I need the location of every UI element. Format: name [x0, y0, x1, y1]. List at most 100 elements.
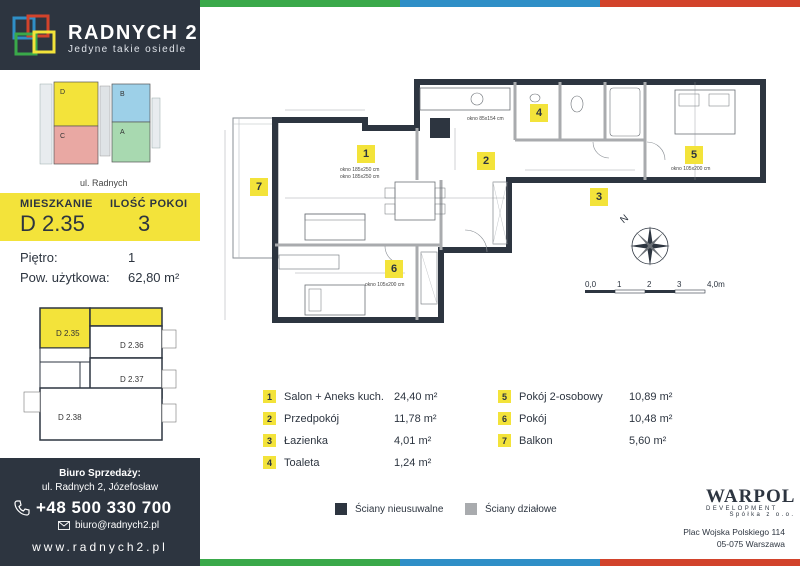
legend-row-2: 2 Przedpokój 11,78 m² — [263, 412, 437, 425]
developer-sub2: Spółka z o.o. — [729, 512, 796, 518]
room-badge-3: 3 — [590, 188, 608, 206]
bearing-wall-swatch — [335, 503, 347, 515]
floor-plan-drawing — [224, 79, 766, 323]
website-link[interactable]: www.radnych2.pl — [32, 540, 168, 554]
strip-green — [200, 0, 400, 7]
legend-num: 5 — [498, 390, 511, 403]
legend-area: 11,78 m² — [394, 412, 437, 425]
wall-legend-partition: Ściany działowe — [465, 503, 557, 515]
developer-address-line2: 05-075 Warszawa — [716, 539, 785, 549]
room-badge-7: 7 — [250, 178, 268, 196]
rooms-value: 3 — [138, 211, 151, 236]
area-label: Pow. użytkowa: — [20, 270, 110, 285]
office-address: ul. Radnych 2, Józefosław — [41, 482, 159, 493]
window-note-salon-b: okno 185x250 cm — [340, 174, 380, 180]
scale-tick-3: 3 — [677, 280, 682, 289]
email-link[interactable]: biuro@radnych2.pl — [75, 520, 160, 531]
window-note-room5: okno 105x200 cm — [671, 166, 711, 172]
legend-area: 1,24 m² — [394, 456, 432, 469]
window-note-salon-a: okno 185x250 cm — [340, 167, 380, 173]
legend-name: Balkon — [519, 434, 553, 447]
floor-plan: 1 2 3 4 5 6 7 okno 185x250 cm okno 185x2… — [205, 70, 775, 350]
legend-name: Salon + Aneks kuch. — [284, 390, 384, 403]
legend-area: 10,89 m² — [629, 390, 673, 403]
legend-area: 4,01 m² — [394, 434, 432, 447]
legend-name: Pokój 2-osobowy — [519, 390, 603, 403]
partition-wall-label: Ściany działowe — [485, 503, 557, 515]
legend-row-7: 7 Balkon 5,60 m² — [498, 434, 666, 447]
strip-green — [200, 559, 400, 566]
room-badge-1: 1 — [357, 145, 375, 163]
brand-logo-icon — [12, 14, 56, 56]
site-label-c: C — [60, 133, 65, 140]
mini-label-d235: D 2.35 — [56, 329, 80, 338]
developer-address: Plac Wojska Polskiego 114 05-075 Warszaw… — [680, 526, 785, 550]
brand-name: RADNYCH 2 — [68, 22, 199, 44]
phone-link[interactable]: +48 500 330 700 — [36, 498, 172, 517]
partition-wall-swatch — [465, 503, 477, 515]
apartment-info-band: MIESZKANIE ILOŚĆ POKOI D 2.35 3 — [0, 193, 200, 241]
office-title: Biuro Sprzedaży: — [59, 468, 141, 479]
legend-num: 1 — [263, 390, 276, 403]
mini-label-d236: D 2.36 — [120, 341, 144, 350]
legend-area: 10,48 m² — [629, 412, 673, 425]
floor-key-plan: D 2.35 D 2.36 D 2.37 D 2.38 — [23, 307, 177, 441]
mini-label-d237: D 2.37 — [120, 375, 144, 384]
legend-num: 4 — [263, 456, 276, 469]
legend-area: 24,40 m² — [394, 390, 438, 403]
window-note-room6: okno 105x200 cm — [365, 282, 405, 288]
scale-bar: 0,0 1 2 3 4,0m — [585, 280, 725, 294]
legend-row-5: 5 Pokój 2-osobowy 10,89 m² — [498, 390, 672, 403]
site-label-b: B — [120, 91, 125, 98]
bottom-color-strip — [200, 559, 800, 566]
window-note-kitchen: okno 85x154 cm — [467, 116, 504, 122]
legend-num: 6 — [498, 412, 511, 425]
phone-icon — [14, 500, 30, 516]
strip-red — [600, 559, 800, 566]
site-plan-map: D C B A — [39, 81, 161, 165]
sidebar: RADNYCH 2 Jedyne takie osiedle D C B A u… — [0, 0, 200, 566]
legend-row-1: 1 Salon + Aneks kuch. 24,40 m² — [263, 390, 437, 403]
legend-name: Pokój — [519, 412, 547, 425]
scale-tick-4: 4,0m — [707, 280, 725, 289]
compass-north-icon: N — [620, 213, 670, 266]
scale-tick-0: 0,0 — [585, 280, 597, 289]
developer-address-line1: Plac Wojska Polskiego 114 — [683, 527, 785, 537]
legend-name: Toaleta — [284, 456, 320, 469]
room-badge-5: 5 — [685, 146, 703, 164]
scale-tick-1: 1 — [617, 280, 622, 289]
rooms-label: ILOŚĆ POKOI — [110, 198, 188, 210]
contact-footer: Biuro Sprzedaży: ul. Radnych 2, Józefosł… — [0, 458, 200, 566]
legend-num: 7 — [498, 434, 511, 447]
floor-label: Piętro: — [20, 250, 58, 265]
legend-num: 3 — [263, 434, 276, 447]
brand-tagline: Jedyne takie osiedle — [68, 44, 187, 55]
strip-blue — [400, 559, 600, 566]
developer-name: WARPOL — [706, 486, 796, 507]
legend-row-3: 3 Łazienka 4,01 m² — [263, 434, 431, 447]
room-badge-2: 2 — [477, 152, 495, 170]
mini-label-d238: D 2.38 — [58, 413, 82, 422]
legend-name: Przedpokój — [284, 412, 340, 425]
street-label: ul. Radnych — [80, 178, 128, 188]
compass-letter: N — [620, 213, 631, 226]
unit-value: D 2.35 — [20, 211, 85, 236]
strip-red — [600, 0, 800, 7]
legend-num: 2 — [263, 412, 276, 425]
developer-logo: WARPOL DEVELOPMENT Spółka z o.o. — [706, 486, 795, 518]
strip-blue — [400, 0, 600, 7]
top-color-strip — [200, 0, 800, 7]
site-label-a: A — [120, 129, 125, 136]
area-value: 62,80 m² — [128, 270, 180, 285]
legend-name: Łazienka — [284, 434, 329, 447]
floor-value: 1 — [128, 250, 136, 265]
developer-sub: DEVELOPMENT — [706, 506, 778, 512]
email-row: biuro@radnych2.pl — [58, 520, 159, 531]
unit-label: MIESZKANIE — [20, 198, 93, 210]
legend-area: 5,60 m² — [629, 434, 667, 447]
room-badge-6: 6 — [385, 260, 403, 278]
mail-icon — [58, 521, 70, 530]
legend-row-6: 6 Pokój 10,48 m² — [498, 412, 672, 425]
legend-row-4: 4 Toaleta 1,24 m² — [263, 456, 431, 469]
bearing-wall-label: Ściany nieusuwalne — [355, 503, 444, 515]
